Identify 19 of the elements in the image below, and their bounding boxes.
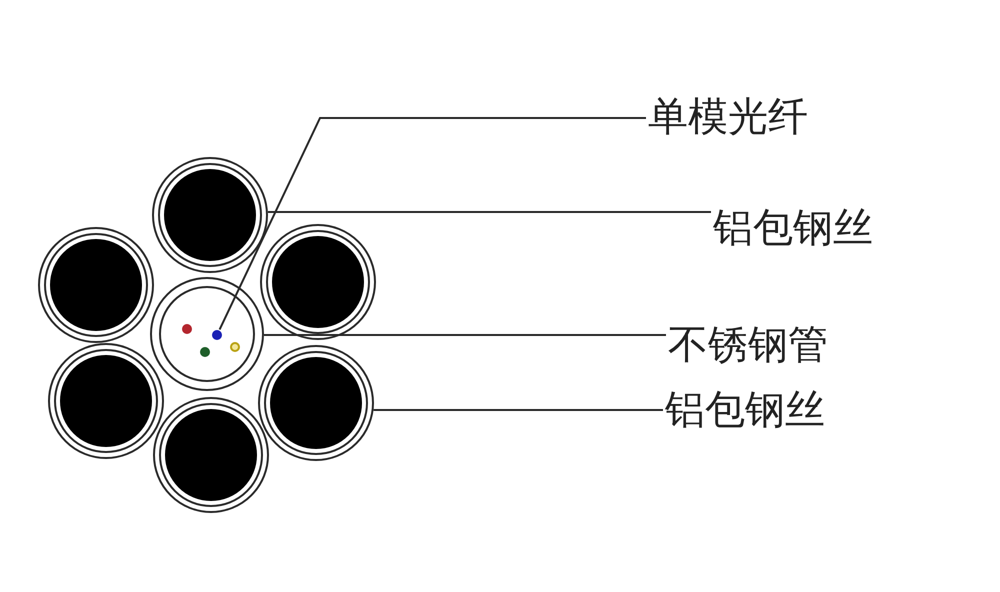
steel-wire [258,345,374,461]
leader-line [268,211,711,213]
steel-wire [38,227,154,343]
leader-line [218,117,646,330]
callout-label: 单模光纤 [648,94,808,140]
optical-fiber [213,331,221,339]
steel-wire [48,343,164,459]
leader-line [374,409,663,411]
callout-label: 铝包钢丝 [713,205,873,251]
optical-fiber [183,325,191,333]
steel-tube [150,277,264,391]
leader-line [264,334,666,336]
steel-wire [153,397,269,513]
callout-label: 不锈钢管 [668,322,828,368]
callout-label: 铝包钢丝 [665,387,825,433]
steel-wire [152,157,268,273]
optical-fiber [201,348,209,356]
steel-wire [260,224,376,340]
optical-fiber [231,343,239,351]
